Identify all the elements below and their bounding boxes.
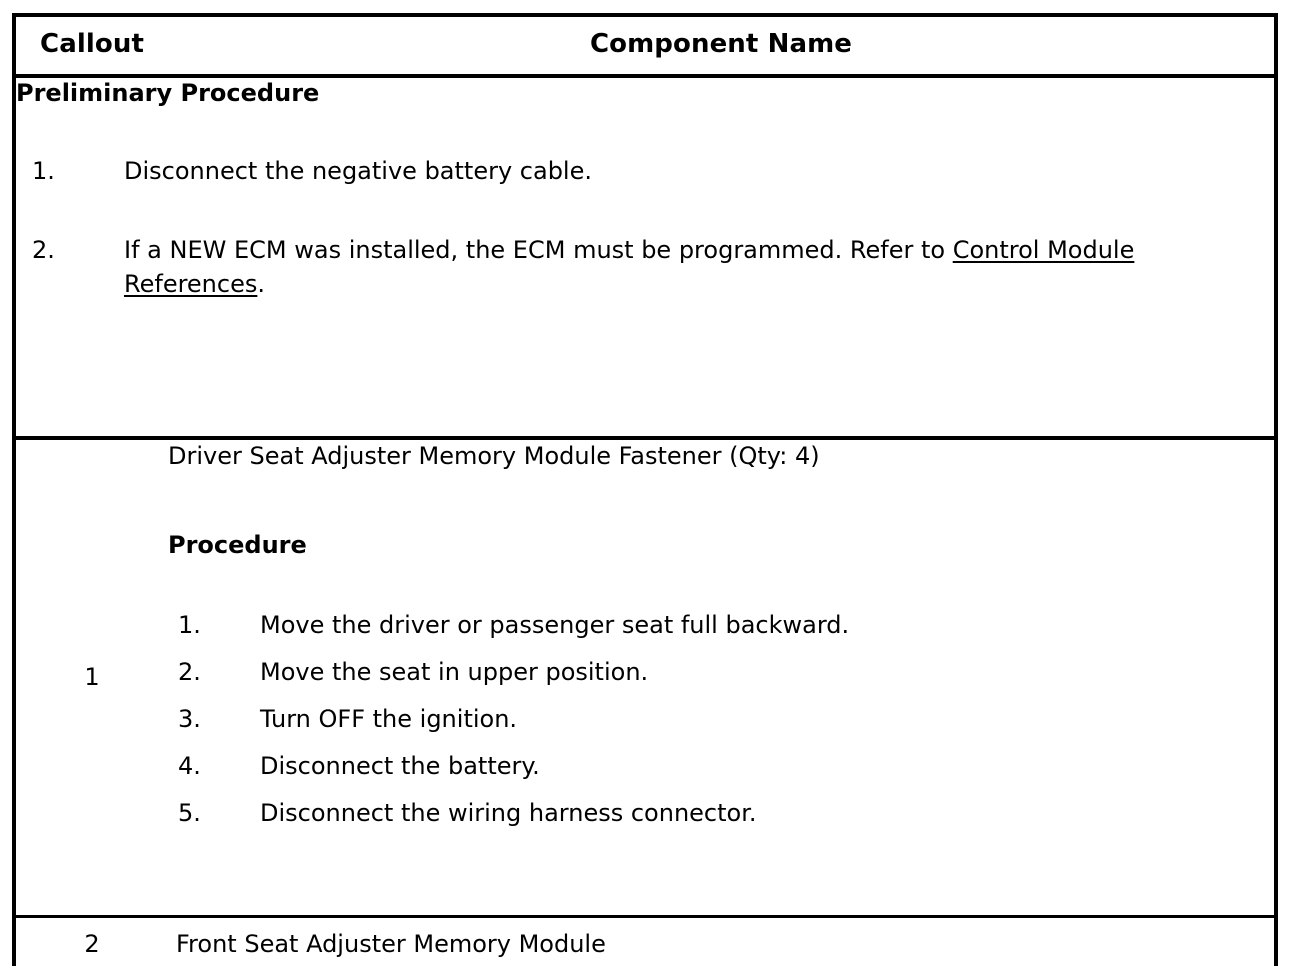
step-text: Move the driver or passenger seat full b… bbox=[260, 611, 850, 639]
preliminary-step-2: 2. If a NEW ECM was installed, the ECM m… bbox=[16, 233, 1274, 301]
callout-cell: 1 bbox=[16, 438, 168, 918]
service-procedure-table: Callout Component Name Preliminary Proce… bbox=[12, 13, 1278, 970]
callout-number: 1 bbox=[84, 663, 100, 692]
step-number: 5. bbox=[178, 799, 201, 827]
preliminary-procedure-cell: Preliminary Procedure 1. Disconnect the … bbox=[16, 76, 1274, 440]
table-row: 2 Front Seat Adjuster Memory Module bbox=[16, 916, 1274, 970]
step-text-wrapper: Disconnect the negative battery cable. bbox=[124, 154, 1274, 188]
step-text: Turn OFF the ignition. bbox=[260, 705, 518, 733]
table-row: 1 Driver Seat Adjuster Memory Module Fas… bbox=[16, 438, 1274, 918]
column-header-callout: Callout bbox=[40, 29, 144, 59]
component-name-text: Driver Seat Adjuster Memory Module Faste… bbox=[168, 442, 820, 470]
step-text-wrapper: If a NEW ECM was installed, the ECM must… bbox=[124, 233, 1274, 301]
component-cell: Driver Seat Adjuster Memory Module Faste… bbox=[168, 438, 1274, 918]
component-name-text: Front Seat Adjuster Memory Module bbox=[176, 929, 606, 958]
procedure-step-1: 1. Move the driver or passenger seat ful… bbox=[168, 608, 1274, 642]
step-text: Disconnect the battery. bbox=[260, 752, 540, 780]
step-text: Move the seat in upper position. bbox=[260, 658, 649, 686]
step-number: 1. bbox=[32, 157, 55, 185]
procedure-subtitle: Procedure bbox=[168, 531, 307, 559]
step-number: 2. bbox=[178, 658, 201, 686]
header-cell-component-name: Component Name bbox=[168, 17, 1274, 78]
procedure-step-4: 4. Disconnect the battery. bbox=[168, 749, 1274, 783]
header-cell-callout: Callout bbox=[16, 17, 168, 78]
procedure-steps-list: 1. Move the driver or passenger seat ful… bbox=[168, 608, 1274, 830]
preliminary-step-1: 1. Disconnect the negative battery cable… bbox=[16, 154, 1274, 188]
preliminary-steps-list: 1. Disconnect the negative battery cable… bbox=[16, 154, 1274, 301]
step-number: 1. bbox=[178, 611, 201, 639]
step-number: 2. bbox=[32, 236, 55, 264]
step-number: 4. bbox=[178, 752, 201, 780]
column-header-component-name: Component Name bbox=[589, 29, 853, 59]
component-cell: Front Seat Adjuster Memory Module bbox=[168, 916, 1274, 970]
step-text: Disconnect the negative battery cable. bbox=[124, 157, 592, 185]
callout-cell: 2 bbox=[16, 916, 168, 970]
procedure-step-5: 5. Disconnect the wiring harness connect… bbox=[168, 796, 1274, 830]
step-text: Disconnect the wiring harness connector. bbox=[260, 799, 757, 827]
step-text-suffix: . bbox=[257, 270, 265, 298]
step-text: If a NEW ECM was installed, the ECM must… bbox=[124, 236, 953, 264]
preliminary-procedure-title: Preliminary Procedure bbox=[16, 79, 320, 107]
procedure-step-3: 3. Turn OFF the ignition. bbox=[168, 702, 1274, 736]
control-module-references-link[interactable]: Control Module References bbox=[124, 236, 1135, 298]
step-number: 3. bbox=[178, 705, 201, 733]
table-header-row: Callout Component Name bbox=[16, 17, 1274, 78]
procedure-step-2: 2. Move the seat in upper position. bbox=[168, 655, 1274, 689]
preliminary-procedure-row: Preliminary Procedure 1. Disconnect the … bbox=[16, 76, 1274, 440]
callout-number: 2 bbox=[84, 929, 100, 958]
